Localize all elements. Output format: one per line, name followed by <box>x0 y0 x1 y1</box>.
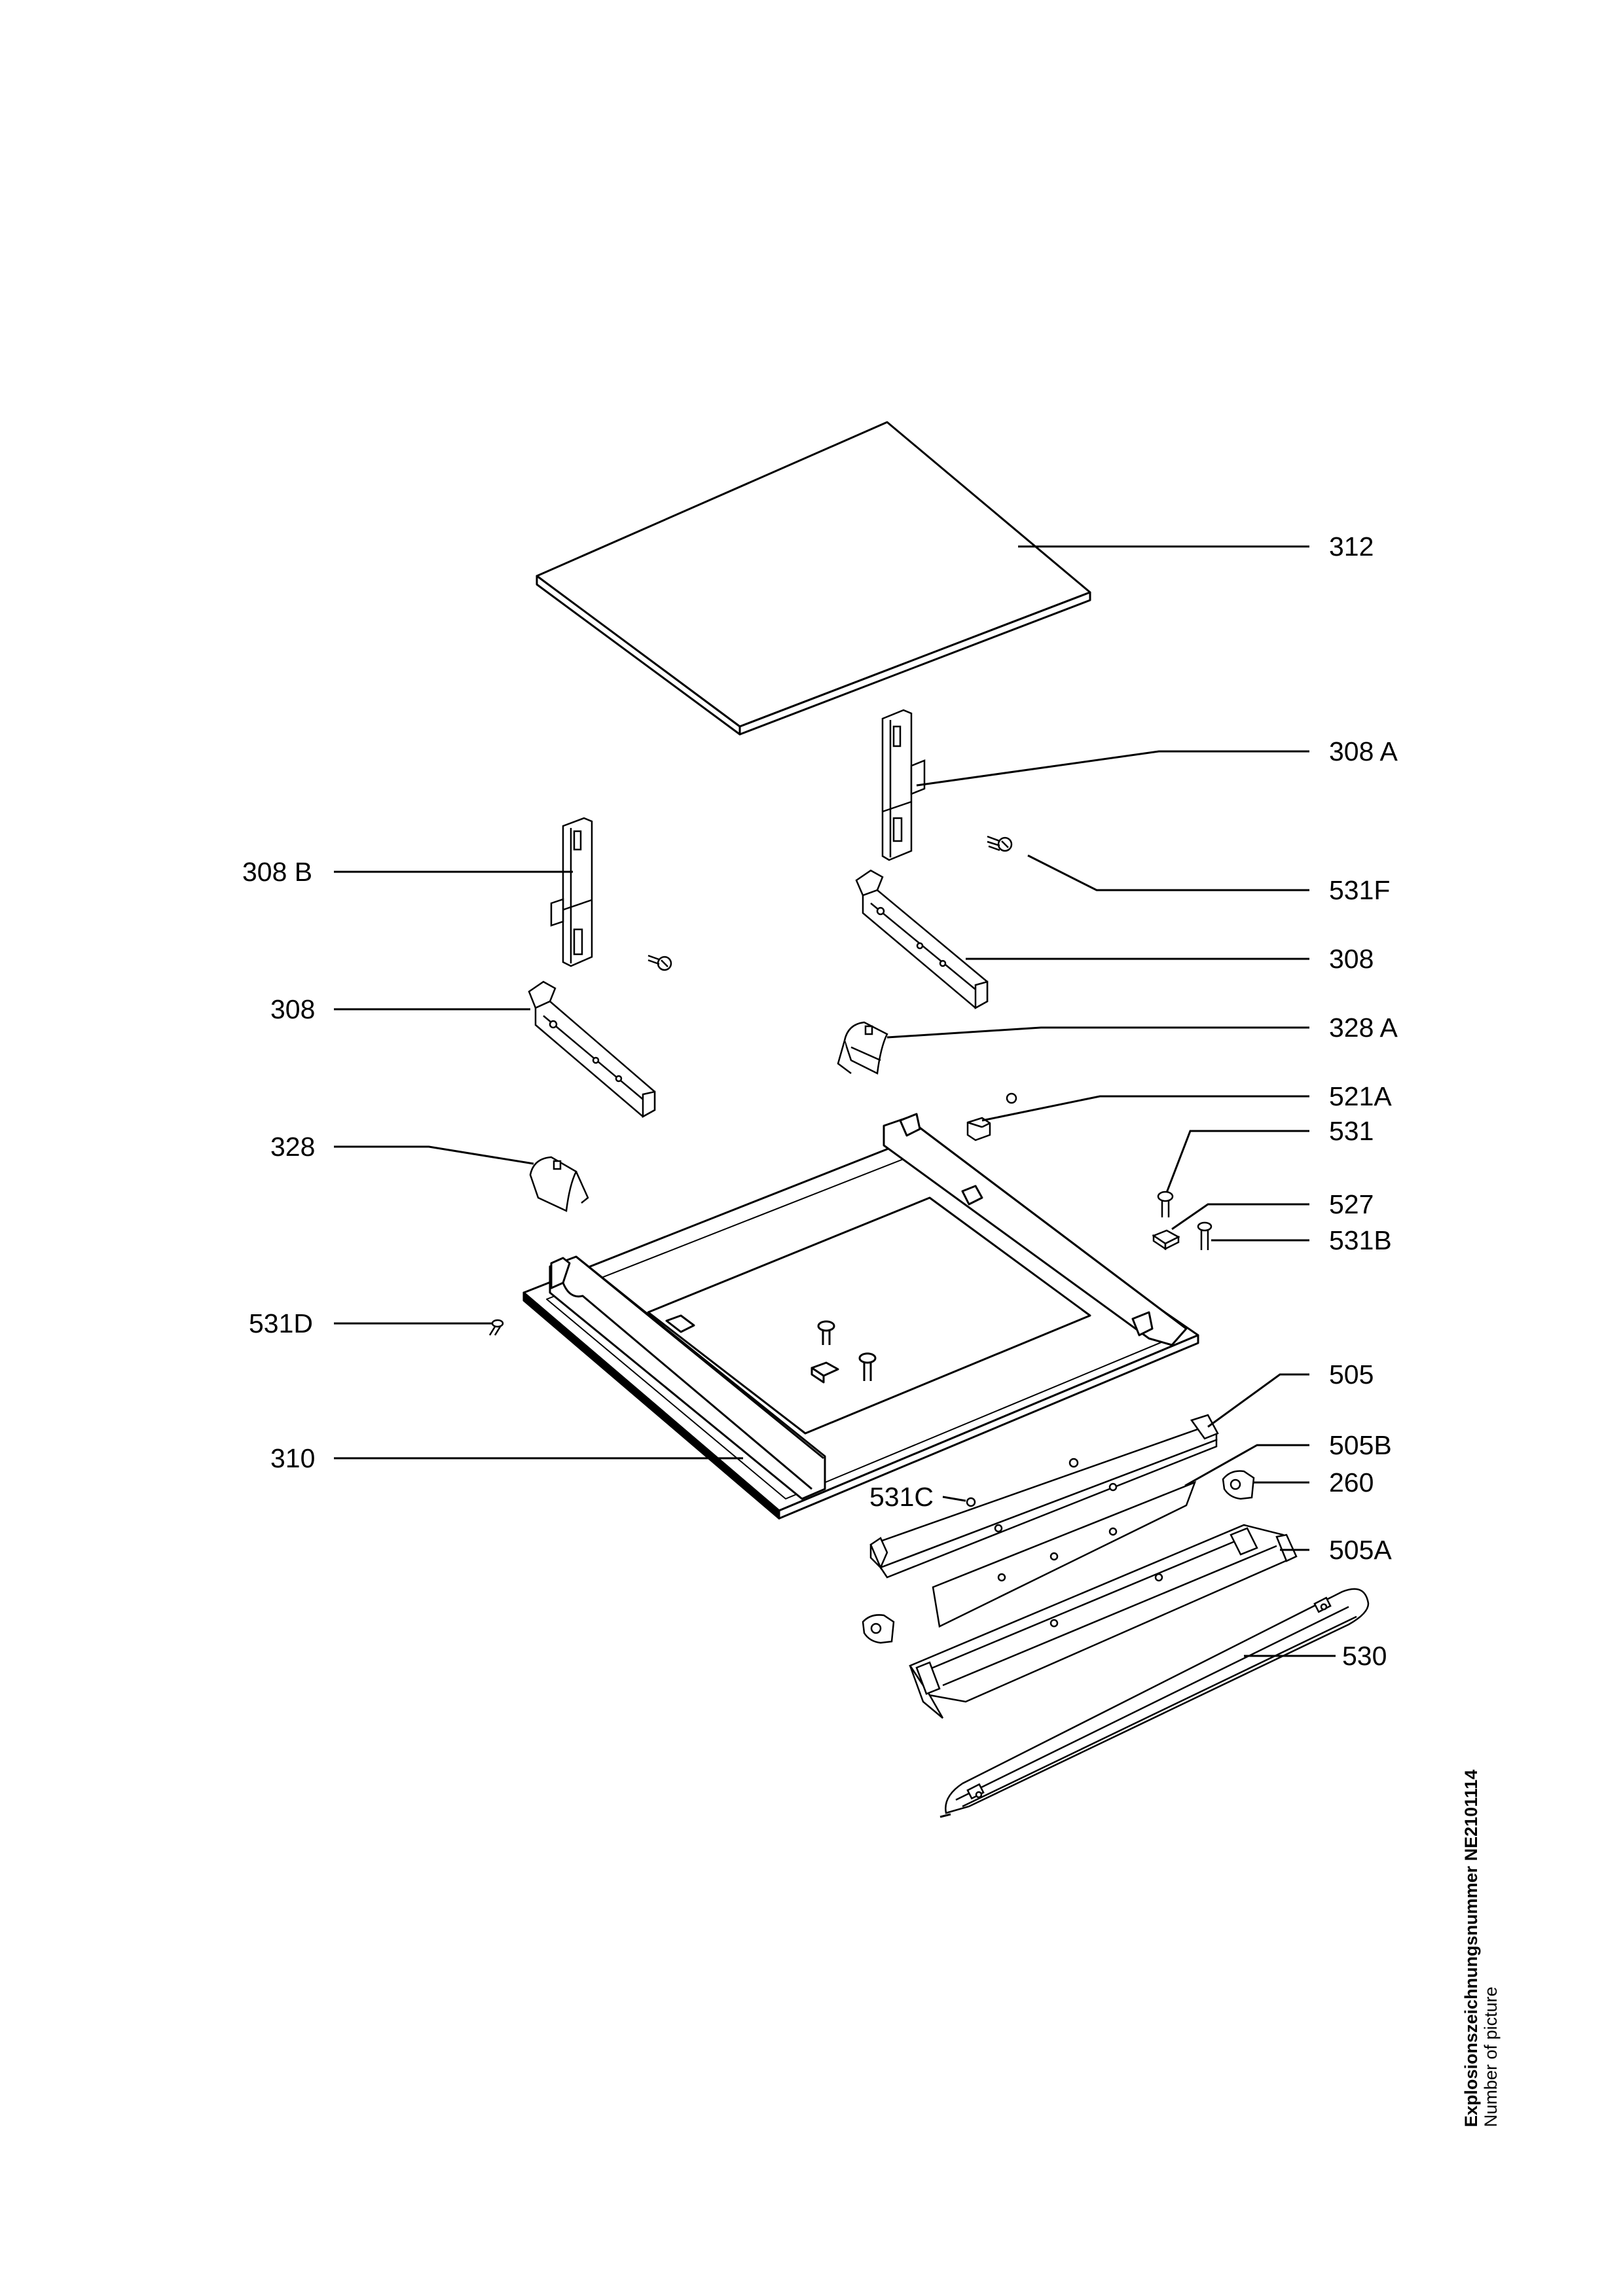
part-260-clip <box>1222 1470 1255 1500</box>
part-531d-screw <box>488 1319 504 1336</box>
part-527-nut <box>1152 1229 1180 1251</box>
part-308-left-hinge <box>528 980 656 1119</box>
part-308-right-hinge <box>855 869 989 1010</box>
label-505b: 505B <box>1329 1430 1392 1460</box>
label-312: 312 <box>1329 531 1374 562</box>
label-310: 310 <box>270 1443 315 1473</box>
part-505-trim-strip <box>869 1414 1219 1579</box>
part-531-screw <box>1157 1191 1174 1217</box>
label-530: 530 <box>1342 1641 1387 1671</box>
label-531: 531 <box>1329 1116 1374 1146</box>
label-505a: 505A <box>1329 1535 1392 1565</box>
part-308b-hinge-bracket <box>550 817 593 967</box>
part-505b-deflector <box>932 1480 1197 1628</box>
part-328-clip <box>529 1156 589 1212</box>
label-527: 527 <box>1329 1189 1374 1219</box>
callout-labels: 312 308 A 308 B 531F 308 308 328 A 521A … <box>242 531 1398 1671</box>
label-308-left: 308 <box>270 994 315 1024</box>
part-clip-left <box>862 1614 895 1644</box>
leader-lines <box>334 545 1336 1657</box>
part-531c-screw <box>966 1497 976 1507</box>
label-521a: 521A <box>1329 1081 1392 1111</box>
part-328a-clip <box>837 1021 888 1075</box>
part-521a-block <box>966 1092 1017 1141</box>
label-531b: 531B <box>1329 1225 1392 1255</box>
label-308a: 308 A <box>1329 736 1398 766</box>
label-531d: 531D <box>249 1308 313 1338</box>
part-312-glass-panel <box>536 421 1091 736</box>
label-308-right: 308 <box>1329 944 1374 974</box>
label-308b: 308 B <box>242 857 312 887</box>
part-screw-left <box>647 954 672 971</box>
part-531f-screw <box>987 835 1013 852</box>
part-531b-screw <box>1197 1221 1213 1250</box>
picture-number-label: Explosionszeichnungsnummer NE2101114 <box>1461 1769 1481 2127</box>
label-260: 260 <box>1329 1467 1374 1498</box>
part-310-door-frame <box>522 1113 1199 1520</box>
part-505a-handle-base <box>909 1524 1298 1719</box>
label-328: 328 <box>270 1132 315 1162</box>
part-530-handle-bar <box>945 1588 1370 1814</box>
label-531c: 531C <box>869 1482 934 1512</box>
label-531f: 531F <box>1329 875 1390 905</box>
label-505: 505 <box>1329 1359 1374 1390</box>
picture-number-caption: Number of picture <box>1481 1986 1501 2127</box>
label-328a: 328 A <box>1329 1013 1398 1043</box>
